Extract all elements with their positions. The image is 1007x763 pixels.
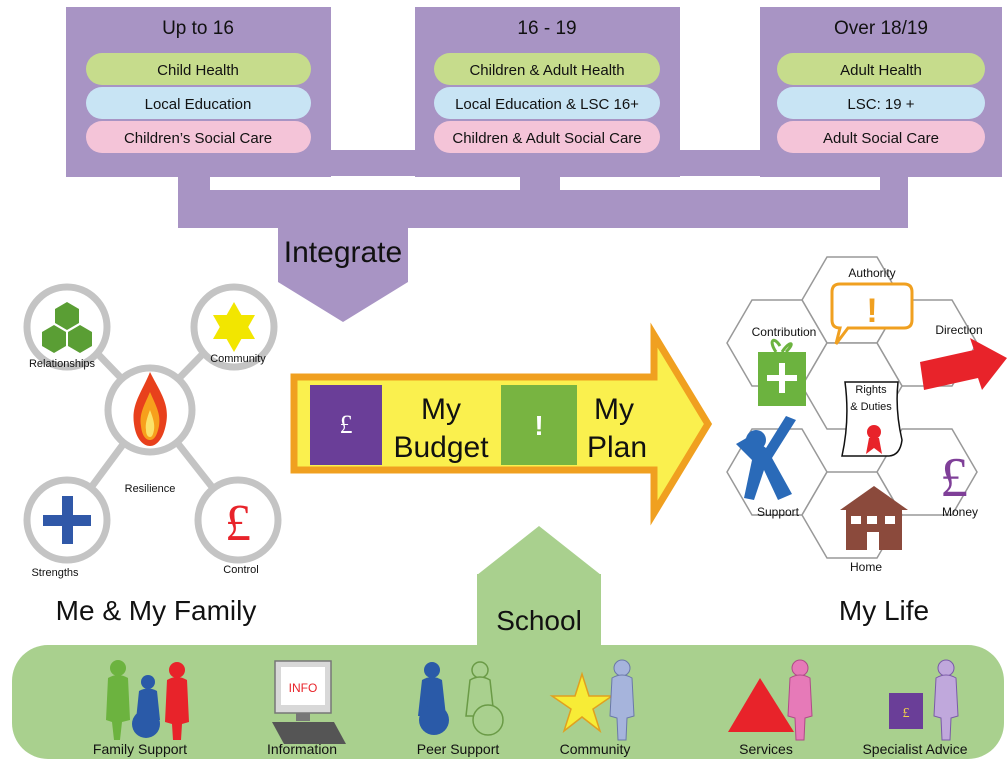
home-label: Home xyxy=(850,560,882,574)
house-icon xyxy=(840,486,908,550)
relationships-label: Relationships xyxy=(29,358,96,370)
health-label: Children & Adult Health xyxy=(469,62,624,79)
information-icon: INFO xyxy=(272,660,346,744)
plan-symbol: ! xyxy=(534,410,543,441)
social-care-label: Children’s Social Care xyxy=(124,130,272,147)
peer-support-label: Peer Support xyxy=(417,741,500,757)
budget-symbol: £ xyxy=(340,410,353,439)
services-label: Services xyxy=(739,741,793,757)
panel-heading: 16 - 19 xyxy=(517,18,576,39)
social-care-pill xyxy=(86,121,311,153)
education-label: Local Education xyxy=(145,96,252,113)
speech-bubble-icon xyxy=(830,282,914,345)
star-icon xyxy=(213,302,255,352)
flame-icon xyxy=(133,372,167,446)
plan-arrow: £ My Budget ! My Plan xyxy=(290,322,713,526)
plus-icon xyxy=(43,496,91,544)
age-panel-16-19: 16 - 19 Children & Adult Health Local Ed… xyxy=(415,7,680,177)
community-label: Community xyxy=(560,741,631,757)
resilience-label: Resilience xyxy=(125,483,176,495)
health-pill xyxy=(86,53,311,85)
exclamation-icon: ! xyxy=(866,292,877,330)
hexagon-cluster-icon xyxy=(42,302,92,353)
strengths-label: Strengths xyxy=(31,567,79,579)
pound-icon: £ xyxy=(225,495,251,552)
specialist-advice-icon: £ xyxy=(889,659,959,741)
life-cell-icons: ! £ xyxy=(736,282,1007,550)
money-label: Money xyxy=(942,505,978,519)
plan-line1: My xyxy=(594,393,634,426)
social-care-pill xyxy=(434,121,660,153)
school-label: School xyxy=(496,605,582,636)
authority-label: Authority xyxy=(848,266,895,280)
education-label: LSC: 19 + xyxy=(847,96,914,113)
age-panel-over-18-19: Over 18/19 Adult Health LSC: 19 + Adult … xyxy=(760,7,1002,177)
contribution-label: Contribution xyxy=(752,325,817,339)
direction-label: Direction xyxy=(935,323,982,337)
specialist-advice-label: Specialist Advice xyxy=(862,741,967,757)
life-cell-labels: Authority Contribution Direction Rights … xyxy=(752,266,983,574)
budget-icon xyxy=(310,385,382,465)
education-label: Local Education & LSC 16+ xyxy=(455,96,639,113)
health-pill xyxy=(434,53,660,85)
gift-icon xyxy=(758,338,806,406)
seal-icon xyxy=(867,425,881,439)
control-node xyxy=(194,476,282,564)
budget-line1: My xyxy=(421,393,461,426)
social-care-pill xyxy=(777,121,985,153)
peer-support-icon xyxy=(418,661,504,736)
support-label: Support xyxy=(757,505,800,519)
social-care-label: Adult Social Care xyxy=(823,130,939,147)
education-pill xyxy=(86,87,311,119)
scroll-icon xyxy=(841,381,903,457)
family-network: £ Relationships Community Resilience Str… xyxy=(23,283,282,579)
family-title: Me & My Family xyxy=(56,595,257,626)
panel-heading: Up to 16 xyxy=(162,18,234,39)
duties-label: & Duties xyxy=(850,401,892,413)
plan-line2: Plan xyxy=(587,431,647,464)
education-pill xyxy=(434,87,660,119)
age-panel-up-to-16: Up to 16 Child Health Local Education Ch… xyxy=(66,7,331,177)
bottom-labels: Family Support Information Peer Support … xyxy=(93,741,968,757)
rights-label: Rights xyxy=(855,384,887,396)
info-screen-text: INFO xyxy=(289,681,318,695)
health-label: Adult Health xyxy=(840,62,922,79)
social-care-label: Children & Adult Social Care xyxy=(452,130,641,147)
community-label: Community xyxy=(210,353,266,365)
integrate-label: Integrate xyxy=(284,236,402,269)
health-label: Child Health xyxy=(157,62,239,79)
red-arrow-icon xyxy=(920,338,1007,390)
family-support-label: Family Support xyxy=(93,741,187,757)
budget-line2: Budget xyxy=(393,431,489,464)
education-pill xyxy=(777,87,985,119)
family-support-icon xyxy=(106,660,189,740)
community-icon xyxy=(549,659,635,741)
control-label: Control xyxy=(223,564,258,576)
money-pound-icon: £ xyxy=(940,447,968,509)
information-label: Information xyxy=(267,741,337,757)
specialist-pound-symbol: £ xyxy=(903,706,910,721)
panel-heading: Over 18/19 xyxy=(834,18,928,39)
life-title: My Life xyxy=(839,595,929,626)
plan-icon xyxy=(501,385,577,465)
person-jumping-icon xyxy=(736,416,796,500)
services-icon xyxy=(728,659,813,741)
health-pill xyxy=(777,53,985,85)
